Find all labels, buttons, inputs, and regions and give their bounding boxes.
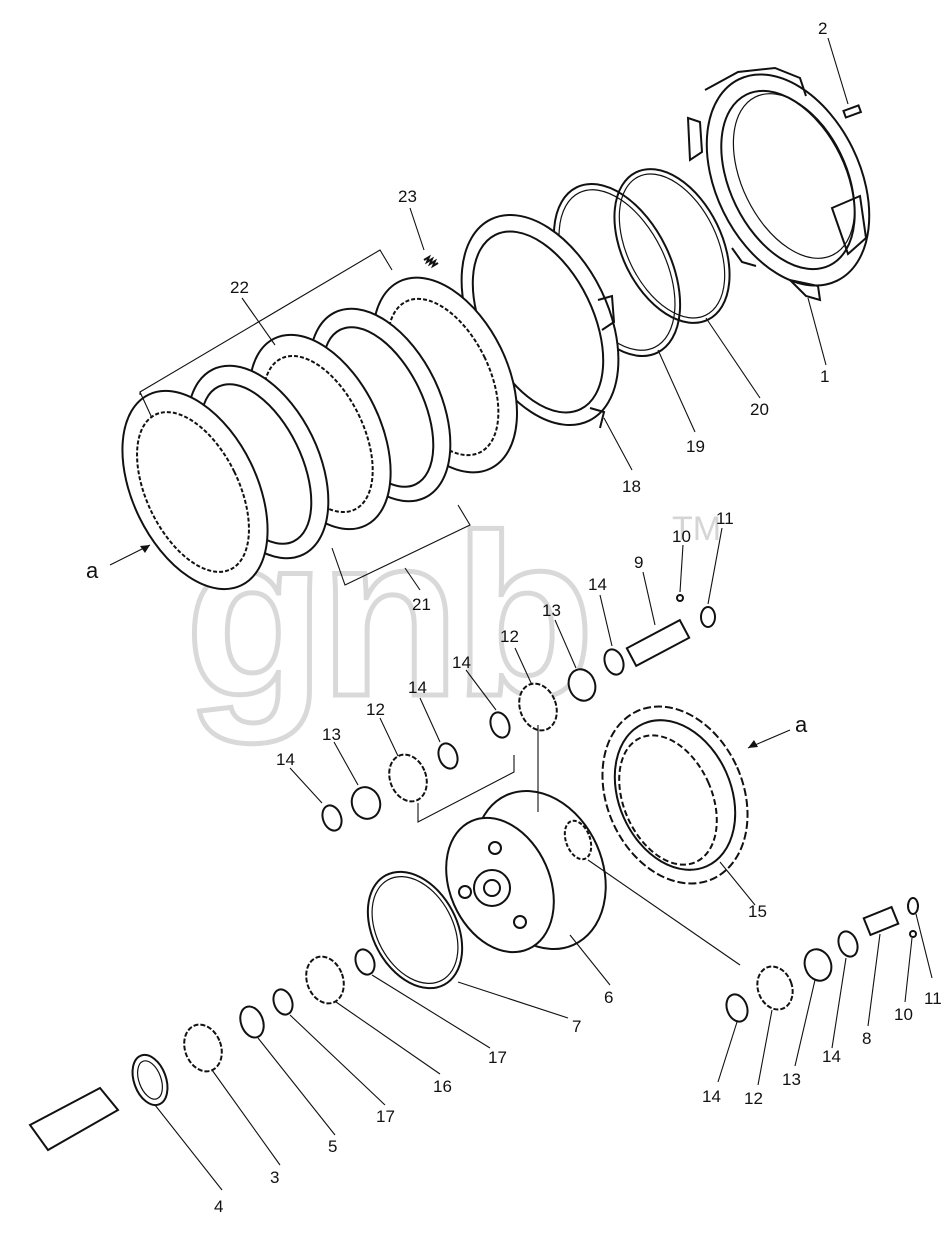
planet-set-lower bbox=[725, 897, 919, 1023]
callout-10-upper: 10 bbox=[672, 527, 691, 546]
callout-8: 8 bbox=[862, 1029, 871, 1048]
callout-14-a: 14 bbox=[452, 653, 471, 672]
planet-set-upper bbox=[489, 648, 625, 739]
housing-part-1 bbox=[686, 66, 871, 302]
spring-part-23 bbox=[423, 254, 439, 269]
callout-7: 7 bbox=[572, 1017, 581, 1036]
callout-1: 1 bbox=[820, 367, 829, 386]
snap-ring-part-11a bbox=[700, 606, 716, 628]
callout-14-b: 14 bbox=[408, 678, 427, 697]
callout-13-lower: 13 bbox=[782, 1070, 801, 1089]
callout-10-lower: 10 bbox=[894, 1005, 913, 1024]
snap-ring-part-5 bbox=[239, 1005, 265, 1039]
callout-12-middle: 12 bbox=[366, 700, 385, 719]
view-arrow-a-left: a bbox=[86, 544, 151, 583]
callout-15: 15 bbox=[748, 902, 767, 921]
svg-text:a: a bbox=[86, 558, 99, 583]
callout-16: 16 bbox=[433, 1077, 452, 1096]
callout-17-a: 17 bbox=[488, 1048, 507, 1067]
callout-9: 9 bbox=[634, 553, 643, 572]
callout-14-lower-a: 14 bbox=[702, 1087, 721, 1106]
carrier-part-6 bbox=[445, 789, 607, 954]
callout-2: 2 bbox=[818, 19, 827, 38]
callout-11-lower: 11 bbox=[924, 989, 942, 1008]
o-ring-part-7 bbox=[366, 870, 464, 990]
callout-13-upper: 13 bbox=[542, 601, 561, 620]
callout-12-upper: 12 bbox=[500, 627, 519, 646]
callout-6: 6 bbox=[604, 988, 613, 1007]
callout-3: 3 bbox=[270, 1168, 279, 1187]
sun-gear-part-16 bbox=[305, 955, 345, 1005]
callout-20: 20 bbox=[750, 400, 769, 419]
ring-gear-part-15 bbox=[601, 705, 749, 885]
svg-text:TM: TM bbox=[672, 510, 721, 548]
friction-disc-stack bbox=[121, 276, 518, 591]
callout-21: 21 bbox=[412, 595, 431, 614]
shaft-part-9 bbox=[625, 618, 691, 668]
callout-14-middle: 14 bbox=[276, 750, 295, 769]
view-arrow-a-right: a bbox=[747, 712, 808, 749]
leader-lines bbox=[154, 37, 933, 1191]
gear-part-3 bbox=[183, 1023, 223, 1073]
svg-text:a: a bbox=[795, 712, 808, 737]
snap-ring-part-17a bbox=[354, 948, 376, 976]
callout-22: 22 bbox=[230, 278, 249, 297]
callout-23: 23 bbox=[398, 187, 417, 206]
bearing-part-4 bbox=[131, 1053, 169, 1107]
callout-labels: 2 1 20 19 18 23 22 21 11 10 9 14 13 12 1… bbox=[214, 19, 942, 1216]
callout-14-lower-b: 14 bbox=[822, 1047, 841, 1066]
ball-part-10a bbox=[676, 594, 684, 602]
seal-ring-part-20 bbox=[613, 168, 731, 324]
callout-12-lower: 12 bbox=[744, 1089, 763, 1108]
snap-ring-part-17b bbox=[272, 988, 294, 1016]
callout-19: 19 bbox=[686, 437, 705, 456]
callout-17-b: 17 bbox=[376, 1107, 395, 1126]
planet-set-middle bbox=[321, 742, 459, 832]
callout-14-upper: 14 bbox=[588, 575, 607, 594]
input-shaft bbox=[28, 1086, 120, 1152]
callout-13-middle: 13 bbox=[322, 725, 341, 744]
pin-part-2 bbox=[842, 104, 863, 119]
callout-4: 4 bbox=[214, 1197, 223, 1216]
callout-11-upper: 11 bbox=[716, 509, 734, 528]
callout-18: 18 bbox=[622, 477, 641, 496]
callout-5: 5 bbox=[328, 1137, 337, 1156]
